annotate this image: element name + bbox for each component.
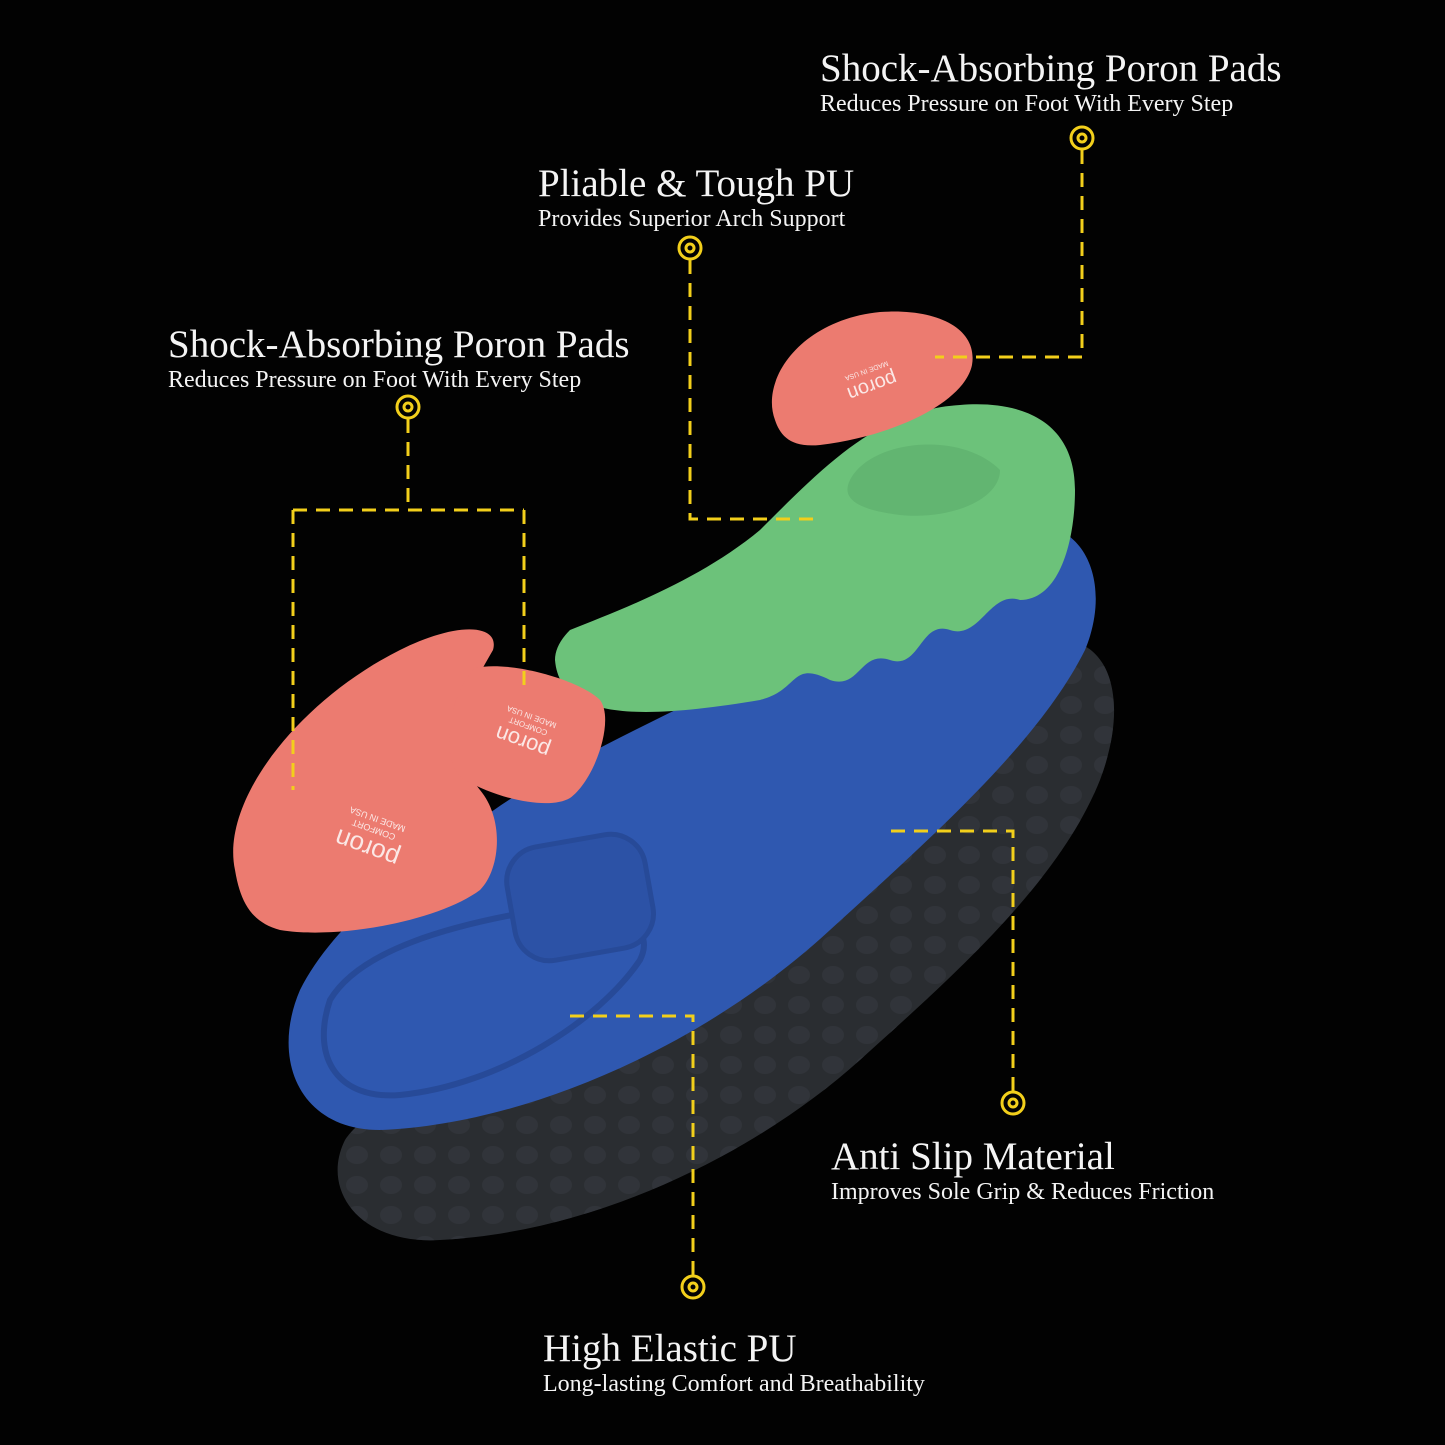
callout-title: Shock-Absorbing Poron Pads bbox=[820, 47, 1282, 90]
callout-title: Anti Slip Material bbox=[831, 1135, 1115, 1178]
leader-line-high-elastic bbox=[565, 1014, 695, 1275]
callout-title: Pliable & Tough PU bbox=[538, 162, 855, 205]
callout-anti-slip-material: Anti Slip Material Improves Sole Grip & … bbox=[831, 1136, 1214, 1206]
leader-line-heel-pads bbox=[291, 419, 526, 790]
callout-subtitle: Improves Sole Grip & Reduces Friction bbox=[831, 1179, 1215, 1205]
callout-pliable-tough-pu: Pliable & Tough PU Provides Superior Arc… bbox=[538, 163, 854, 233]
leader-line-pliable-pu bbox=[688, 260, 820, 521]
callout-forefoot-poron-pads: Shock-Absorbing Poron Pads Reduces Press… bbox=[820, 48, 1282, 118]
target-icon bbox=[680, 1274, 706, 1300]
callout-subtitle: Long-lasting Comfort and Breathability bbox=[543, 1371, 925, 1397]
target-icon bbox=[1069, 125, 1095, 151]
callout-subtitle: Reduces Pressure on Foot With Every Step bbox=[820, 91, 1234, 117]
target-icon bbox=[677, 235, 703, 261]
poron-pad-heel: poron COMFORT MADE IN USA bbox=[233, 629, 497, 933]
high-elastic-pu-layer bbox=[288, 525, 1096, 1130]
callout-title: Shock-Absorbing Poron Pads bbox=[168, 323, 630, 366]
callout-subtitle: Reduces Pressure on Foot With Every Step bbox=[168, 367, 582, 393]
callout-subtitle: Provides Superior Arch Support bbox=[538, 206, 846, 232]
target-icon bbox=[1000, 1090, 1026, 1116]
leader-line-anti-slip bbox=[885, 829, 1015, 1091]
poron-pad-midfoot: poron COMFORT MADE IN USA bbox=[448, 666, 606, 804]
callout-high-elastic-pu: High Elastic PU Long-lasting Comfort and… bbox=[543, 1328, 925, 1398]
target-icon bbox=[395, 394, 421, 420]
leader-line-forefoot-pad bbox=[935, 150, 1084, 359]
callout-title: High Elastic PU bbox=[543, 1327, 797, 1370]
callout-heel-poron-pads: Shock-Absorbing Poron Pads Reduces Press… bbox=[168, 324, 630, 394]
poron-pad-forefoot: poron MADE IN USA bbox=[771, 311, 973, 446]
